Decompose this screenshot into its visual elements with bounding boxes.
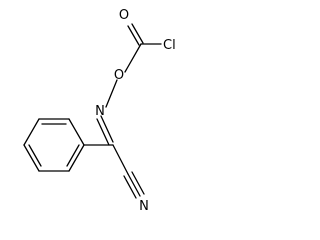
ring-bond-6 — [68, 144, 85, 172]
bond-c-o-double-b — [127, 25, 140, 46]
ring-bond-3 — [23, 118, 40, 146]
bond-triple-c — [131, 171, 145, 195]
ring-inner-bond-3 — [66, 144, 80, 167]
atom-label-ester-oxygen: O — [114, 68, 124, 83]
molecule-structure: O Cl O N N — [23, 8, 176, 214]
ring-inner-bond-2 — [28, 144, 42, 167]
bond-triple-a — [127, 173, 141, 197]
ring-bond-1 — [68, 118, 85, 146]
atom-label-carbonyl-oxygen: O — [119, 8, 129, 23]
atom-label-imine-nitrogen: N — [95, 104, 105, 119]
atom-label-nitrile-nitrogen: N — [139, 199, 149, 214]
bond-c-o-double-a — [131, 23, 144, 44]
bond-c-n-double-a — [100, 115, 114, 143]
ring-bond-4 — [23, 144, 40, 172]
bond-c-o-ester — [124, 43, 142, 73]
bond-c-n-double-b — [96, 118, 110, 146]
bond-c-cn — [112, 144, 129, 175]
bond-triple-b — [123, 175, 137, 199]
atom-label-chlorine: Cl — [163, 38, 176, 53]
bond-o-n — [105, 79, 118, 108]
